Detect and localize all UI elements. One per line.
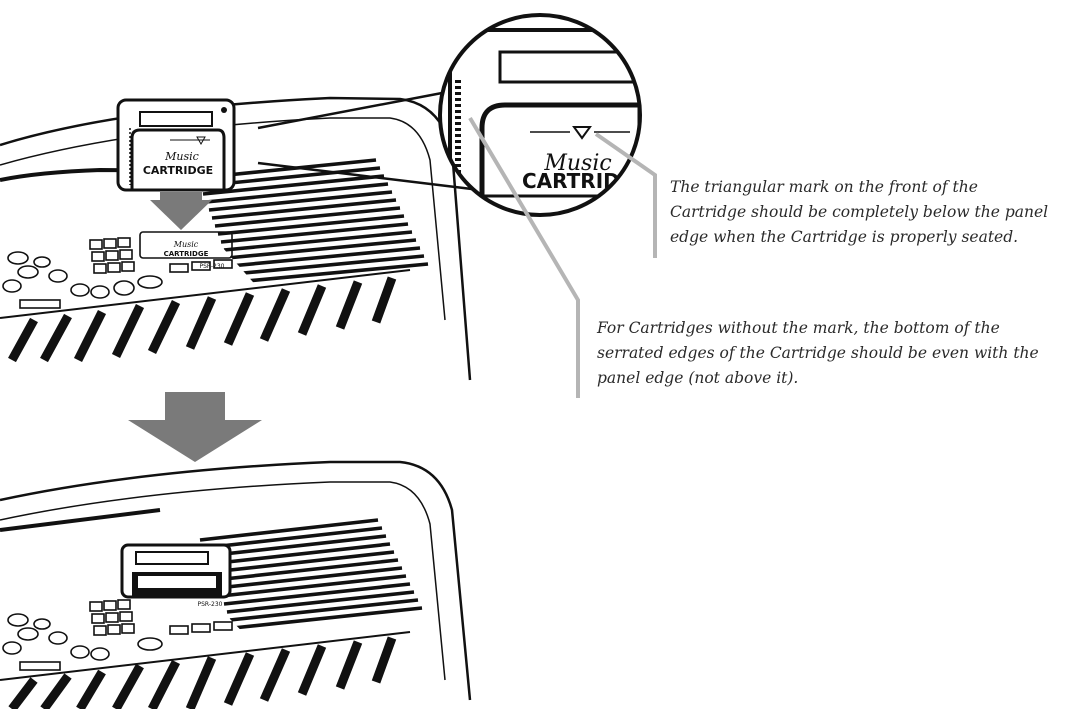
big-down-arrow-icon [128, 392, 262, 462]
panel-model-label: PSR-230 [200, 263, 225, 270]
callout-triangle-line-3: edge when the Cartridge is properly seat… [670, 225, 1048, 250]
callout-triangle-mark: The triangular mark on the front of the … [670, 175, 1048, 250]
callout-serrated-edges: For Cartridges without the mark, the bot… [597, 316, 1039, 391]
callout-triangle-line-2: Cartridge should be completely below the… [670, 200, 1048, 225]
keyboard-after-insertion [0, 462, 470, 709]
zoom-brand-cartridge: CARTRIDG [522, 169, 636, 193]
callout-serrated-line-1: For Cartridges without the mark, the bot… [597, 316, 1039, 341]
callout-serrated-line-3: panel edge (not above it). [597, 366, 1039, 391]
cartridge-brand-cartridge: CARTRIDGE [143, 164, 213, 177]
panel-brand-label: Music [173, 240, 199, 249]
cartridge-brand-music: Music [164, 150, 199, 163]
panel-cartridge-label: CARTRIDGE [164, 250, 209, 258]
cartridge: Music CARTRIDGE [118, 100, 234, 190]
callout-triangle-line-1: The triangular mark on the front of the [670, 175, 1048, 200]
callout-serrated-line-2: serrated edges of the Cartridge should b… [597, 341, 1039, 366]
seated-panel-model-label: PSR-230 [198, 601, 223, 608]
